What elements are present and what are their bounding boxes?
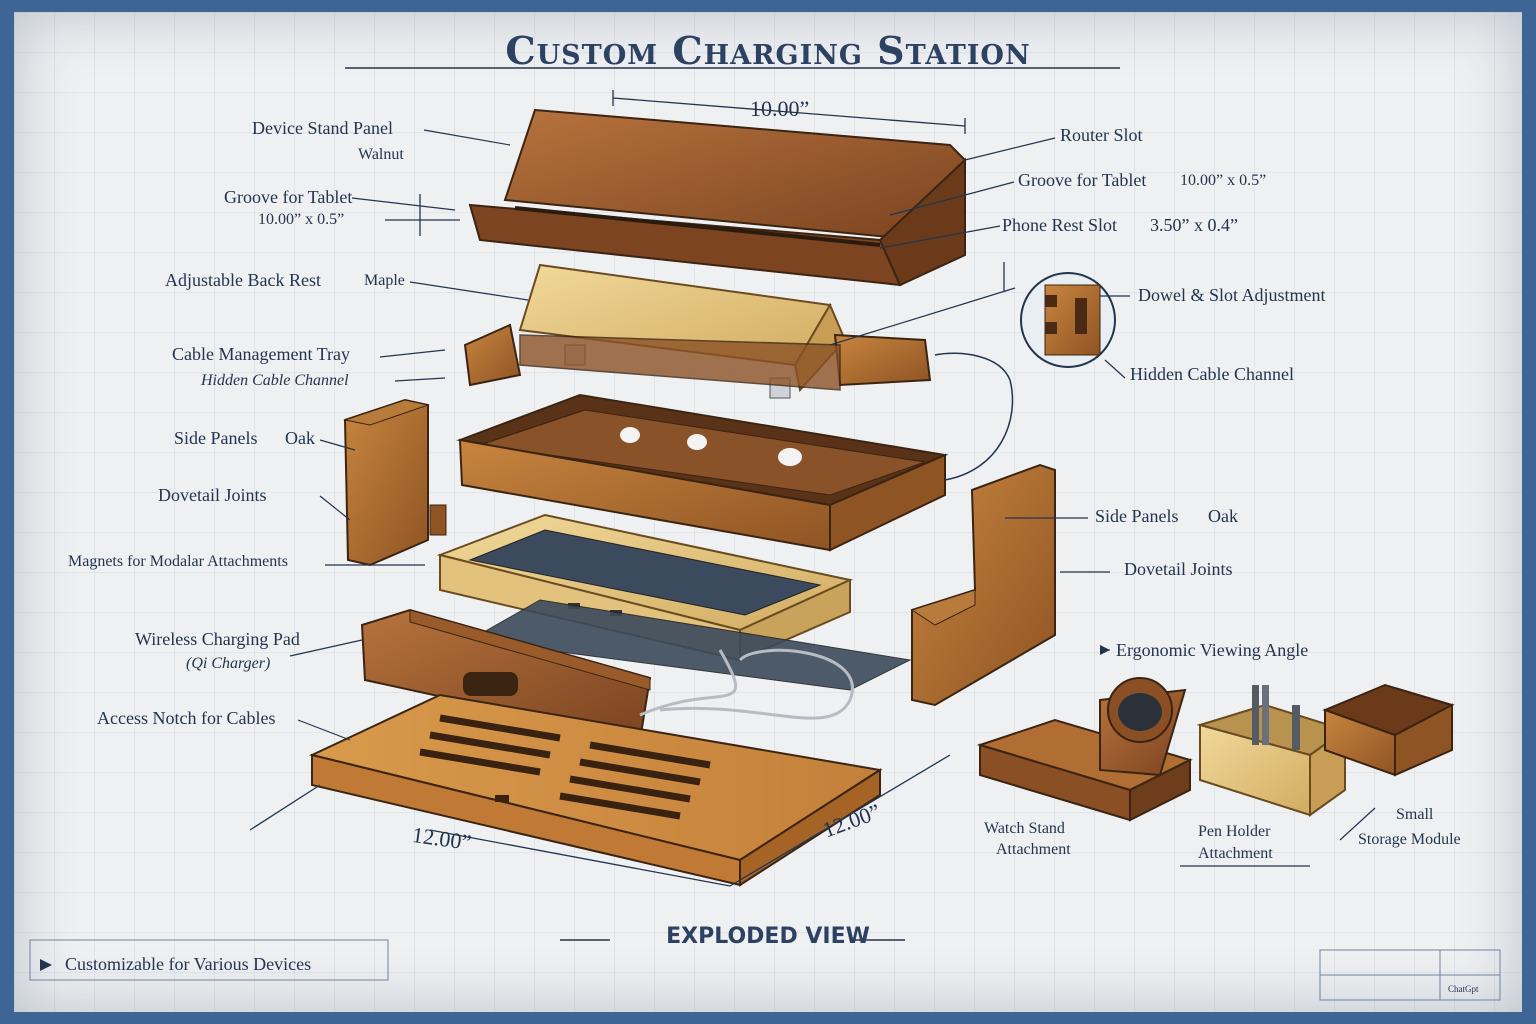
label-access-notch: Access Notch for Cables: [97, 708, 276, 728]
label-phone-rest-slot: Phone Rest Slot: [1002, 215, 1118, 235]
left-side-panel: [343, 398, 447, 567]
exploded-view-caption: EXPLODED VIEW: [666, 924, 870, 949]
label-watch-stand-attachment: Attachment: [996, 841, 1071, 858]
label-dovetail-joints-right: Dovetail Joints: [1124, 559, 1233, 579]
label-oak-right: Oak: [1208, 506, 1238, 526]
label-magnets: Magnets for Modalar Attachments: [68, 553, 288, 570]
label-oak-left: Oak: [285, 428, 315, 448]
label-side-panels-right: Side Panels: [1095, 506, 1179, 526]
label-storage-module: Storage Module: [1358, 831, 1461, 848]
cable-management-tray: [463, 323, 932, 391]
top-width-dimension: 10.00”: [750, 96, 810, 121]
label-dowel-slot: Dowel & Slot Adjustment: [1138, 285, 1326, 305]
label-pen-holder: Pen Holder: [1198, 823, 1271, 840]
label-groove-size-right: 10.00” x 0.5”: [1180, 172, 1267, 189]
label-phone-rest-size: 3.50” x 0.4”: [1150, 215, 1238, 235]
label-groove-for-tablet-left: Groove for Tablet: [224, 187, 353, 207]
main-frame-box: [456, 393, 949, 552]
dowel-slot-detail: [1020, 272, 1116, 368]
label-watch-stand: Watch Stand: [984, 820, 1065, 837]
label-small: Small: [1396, 806, 1434, 823]
label-qi-charger: (Qi Charger): [186, 655, 271, 672]
base-plate: [309, 693, 883, 887]
page-title: Custom Charging Station: [505, 28, 1031, 73]
label-groove-for-tablet-right: Groove for Tablet: [1018, 170, 1147, 190]
watch-stand-attachment: [976, 677, 1193, 822]
label-pen-holder-attachment: Attachment: [1198, 845, 1273, 862]
label-ergonomic-viewing-angle: Ergonomic Viewing Angle: [1116, 640, 1309, 660]
label-maple: Maple: [364, 272, 405, 289]
small-storage-module: [1322, 683, 1455, 777]
label-hidden-cable-channel-left: Hidden Cable Channel: [201, 372, 349, 389]
device-stand-panel: [468, 108, 967, 287]
signature: ChatGpt: [1448, 984, 1479, 994]
access-notch-block: [360, 608, 652, 742]
label-groove-size-left: 10.00” x 0.5”: [258, 211, 345, 228]
label-hidden-cable-channel-right: Hidden Cable Channel: [1130, 364, 1294, 384]
label-device-stand-panel: Device Stand Panel: [252, 118, 393, 138]
label-adjustable-back-rest: Adjustable Back Rest: [165, 270, 321, 290]
label-dovetail-joints-left: Dovetail Joints: [158, 485, 267, 505]
wireless-charging-pad: [468, 599, 912, 691]
label-side-panels-left: Side Panels: [174, 428, 258, 448]
label-wireless-charging-pad: Wireless Charging Pad: [135, 629, 300, 649]
label-walnut: Walnut: [358, 146, 404, 163]
right-side-panel: [910, 463, 1056, 707]
charging-cable: [639, 648, 854, 720]
label-router-slot: Router Slot: [1060, 125, 1143, 145]
customizable-note: Customizable for Various Devices: [65, 954, 312, 974]
label-cable-management-tray: Cable Management Tray: [172, 344, 350, 364]
pen-holder-attachment: [1196, 685, 1348, 817]
